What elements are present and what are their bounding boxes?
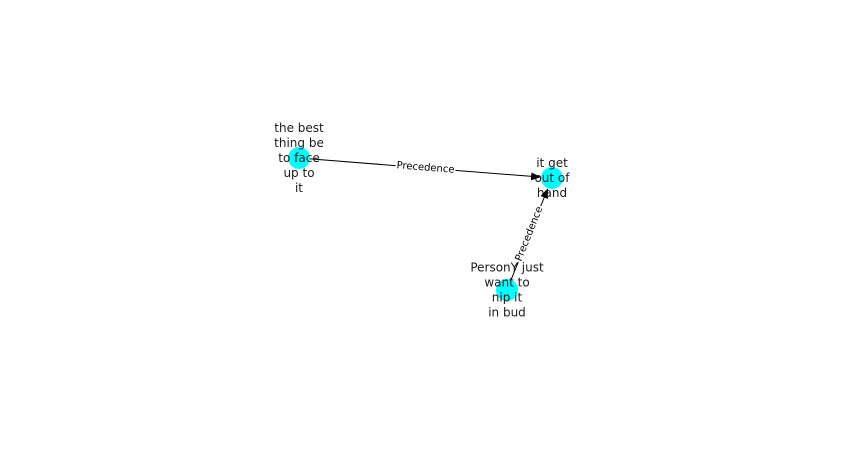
node-label-line: hand — [537, 186, 567, 200]
node-n3 — [496, 279, 518, 301]
edge-label-background — [513, 204, 546, 264]
nodes-layer — [288, 147, 563, 301]
edge-label-group: Precedence — [513, 204, 546, 264]
node-label-line: the best — [274, 121, 324, 135]
node-n1 — [288, 147, 310, 169]
edge-label-group: Precedence — [395, 160, 456, 176]
node-label-line: thing be — [274, 136, 324, 150]
node-n2 — [541, 167, 563, 189]
node-label-line: it get — [536, 156, 568, 170]
edge-label: Precedence — [396, 160, 455, 176]
node-label-line: to face — [278, 151, 319, 165]
node-label-line: up to — [283, 166, 314, 180]
edge-label: Precedence — [514, 205, 546, 263]
node-label-line: in bud — [488, 306, 526, 320]
node-label-line: out of — [534, 171, 570, 185]
node-label-line: it — [295, 181, 303, 195]
node-label-line: PersonY just — [470, 261, 544, 275]
node-label-line: want to — [484, 276, 529, 290]
node-label-line: nip it — [492, 291, 523, 305]
edge-label-background — [395, 160, 456, 176]
